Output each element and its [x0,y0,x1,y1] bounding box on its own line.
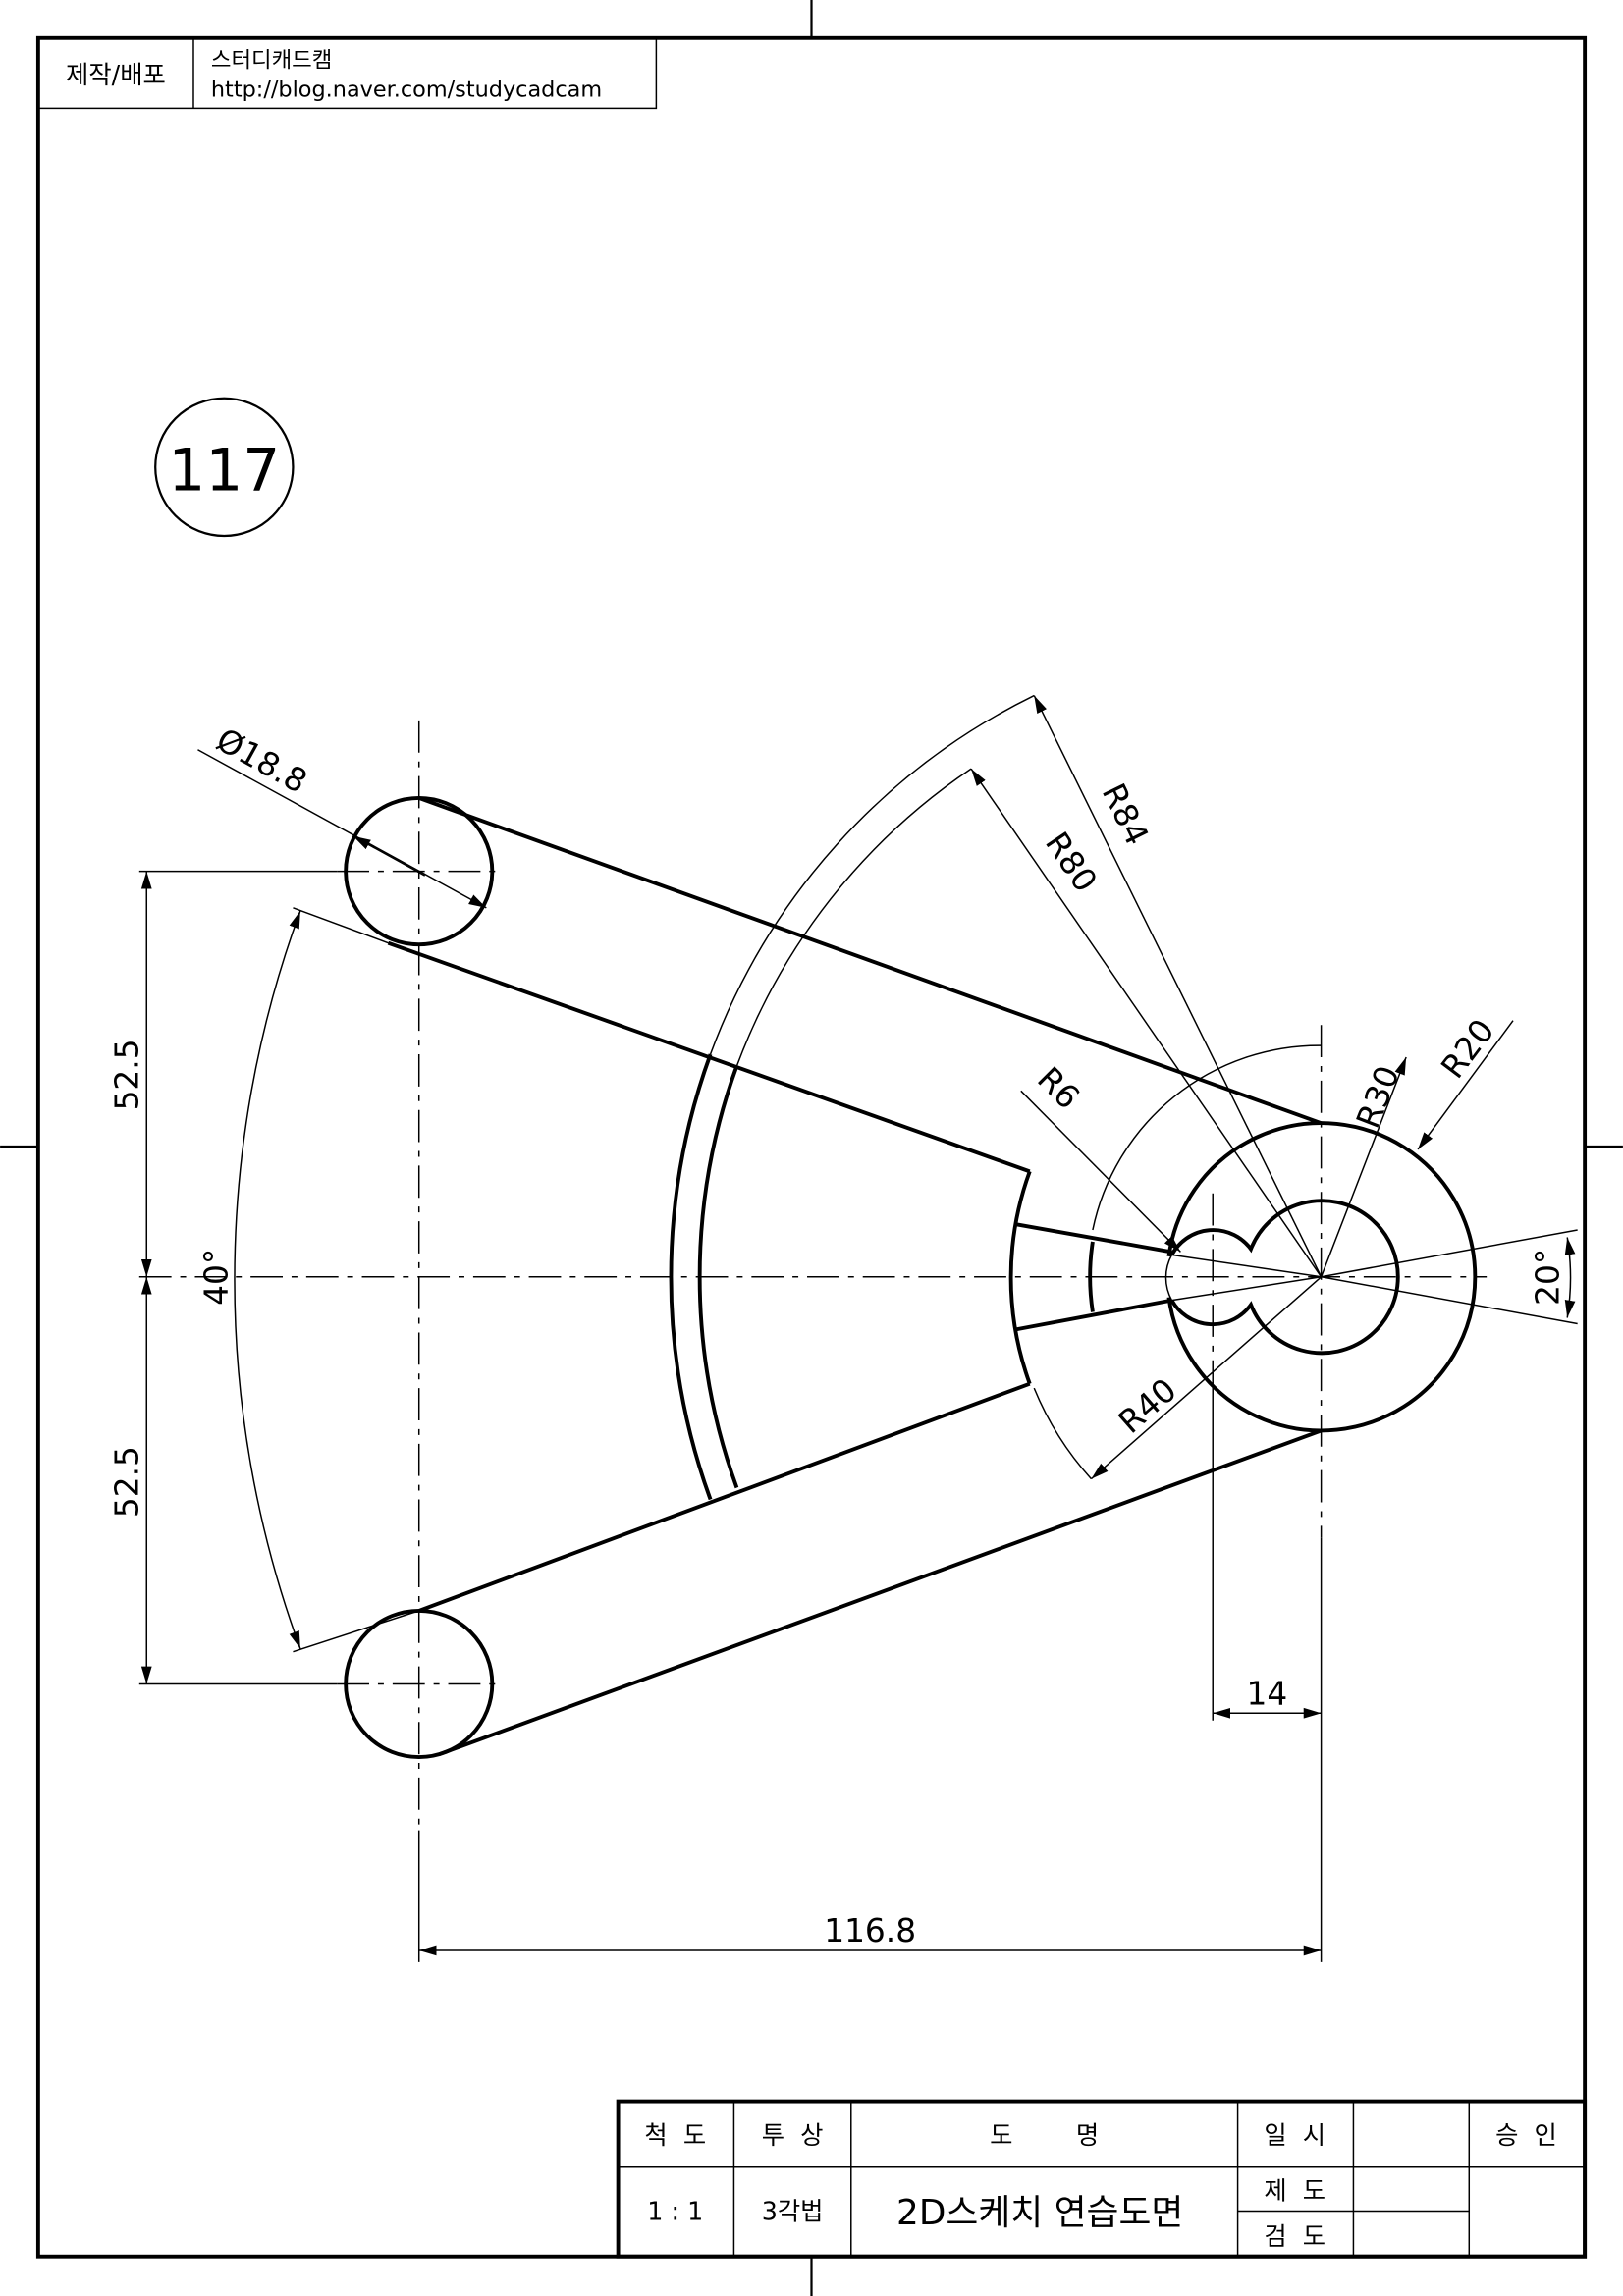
approval-label: 승 인 [1495,2120,1557,2150]
dim-r80: R80 [1038,826,1105,899]
svg-text:117: 117 [168,438,280,506]
dim-r40: R40 [1111,1371,1184,1441]
dim-angle-right: 20° [1529,1249,1566,1306]
dim-vertical-upper: 52.5 [108,1039,145,1110]
part-outline [344,694,1478,1759]
drafted-label: 제 도 [1264,2176,1325,2206]
dim-offset: 14 [1247,1675,1288,1712]
publisher-url: http://blog.naver.com/studycadcam [211,77,602,102]
dim-r30: R30 [1349,1061,1407,1134]
center-lines [138,720,1488,1831]
publisher-box: 제작/배포 스터디캐드캠 http://blog.naver.com/study… [37,37,658,110]
dim-vertical-lower: 52.5 [108,1446,145,1518]
date-label: 일 시 [1264,2120,1325,2150]
dimension-lines [138,695,1578,1962]
drawing-name: 2D스케치 연습도면 [896,2193,1183,2233]
dim-length: 116.8 [824,1912,916,1949]
title-block: 척 도 투 상 도 명 일 시 승 인 1 : 1 3각법 2D스케치 연습도면… [616,2099,1588,2259]
dim-angle-left: 40° [197,1249,235,1306]
publisher-author: 스터디캐드캠 [211,48,332,74]
projection-label: 투 상 [762,2120,824,2150]
checked-label: 검 도 [1264,2221,1325,2251]
projection-value: 3각법 [762,2196,824,2225]
drawing-name-label: 도 명 [990,2120,1099,2150]
drawing-number-badge: 117 [154,397,295,538]
sheet-border [35,35,1588,2259]
scale-label: 척 도 [644,2120,706,2150]
dim-r84: R84 [1095,777,1156,851]
dimension-labels: Ø18.8 R84 R80 R6 R30 R20 R40 52.5 52.5 4… [108,721,1566,1949]
publisher-label: 제작/배포 [66,60,166,89]
scale-value: 1 : 1 [647,2196,703,2225]
dim-diameter: Ø18.8 [210,721,313,801]
